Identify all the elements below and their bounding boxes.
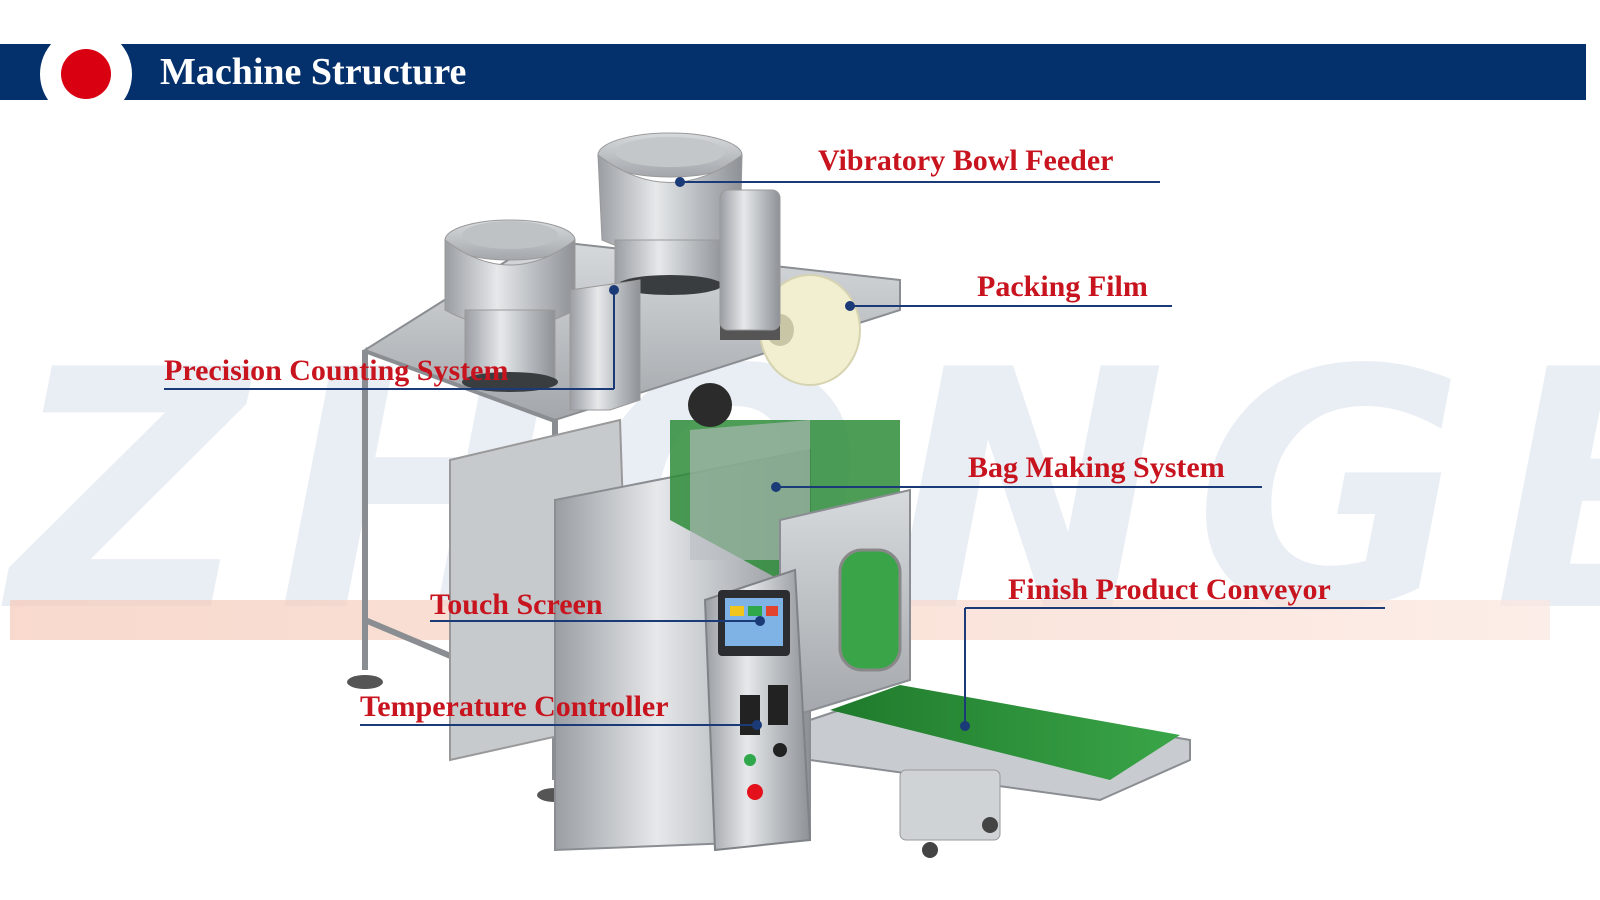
label-vibratory-bowl-feeder: Vibratory Bowl Feeder	[818, 144, 1114, 177]
label-precision-counting-system: Precision Counting System	[164, 354, 509, 387]
logo-red-dot-icon	[40, 28, 132, 120]
label-touch-screen: Touch Screen	[430, 588, 603, 621]
packing-machine-illustration	[347, 132, 1191, 858]
label-finish-product-conveyor: Finish Product Conveyor	[1008, 573, 1331, 606]
page-title: Machine Structure	[160, 51, 467, 93]
header-bar: Machine Structure	[0, 44, 1586, 100]
red-dot	[61, 49, 111, 99]
label-temperature-controller: Temperature Controller	[360, 690, 669, 723]
label-packing-film: Packing Film	[977, 270, 1148, 303]
label-bag-making-system: Bag Making System	[968, 451, 1225, 484]
